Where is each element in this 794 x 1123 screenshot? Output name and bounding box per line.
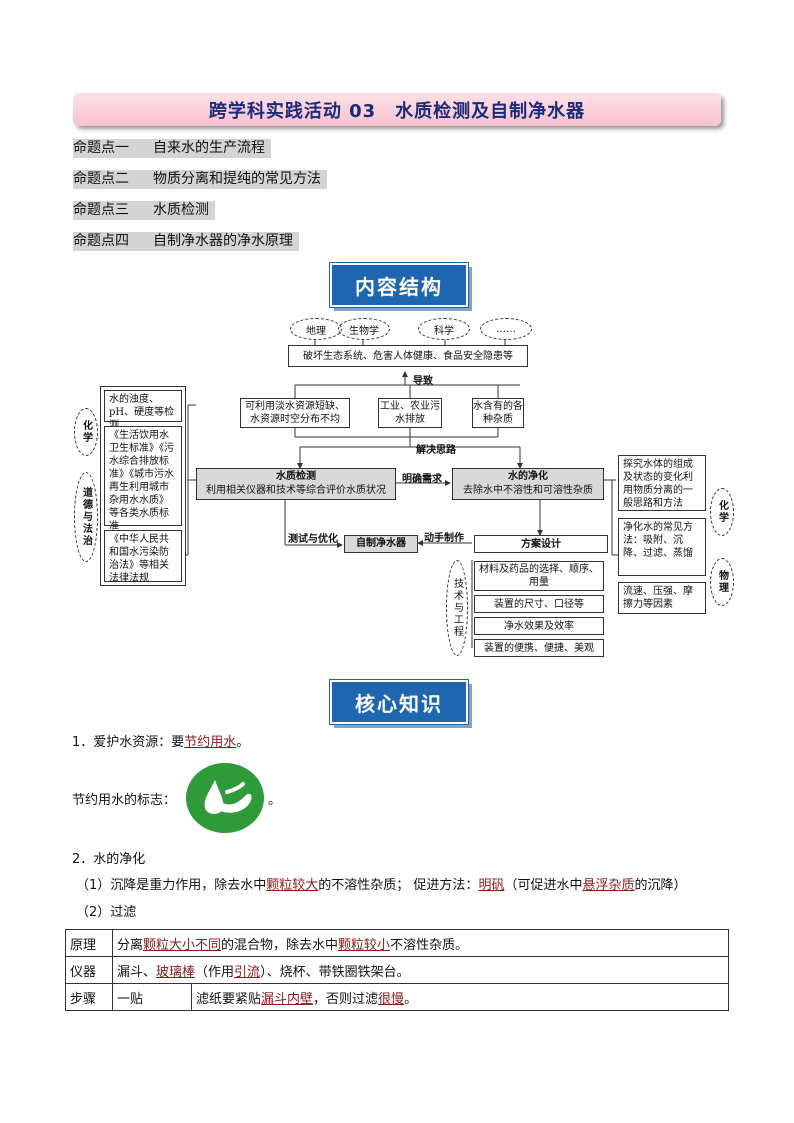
need-label: 明确需求: [402, 474, 442, 485]
logo-line: 节约用水的标志：: [72, 793, 177, 808]
plan-item-1: 材料及药品的选择、顺序、用量: [474, 561, 604, 591]
step-name: 一贴: [112, 983, 192, 1011]
plan-item-2: 装置的尺寸、口径等: [474, 595, 604, 613]
row-content: 漏斗、玻璃棒（作用引流）、烧杯、带铁圈铁架台。: [112, 956, 729, 984]
oval-science: 科学: [418, 318, 470, 340]
impact-box: 破坏生态系统、危害人体健康、食品安全隐患等: [288, 345, 528, 367]
right-box-factors: 流速、压强、摩擦力等因素: [618, 582, 706, 614]
water-saving-logo: [186, 763, 264, 833]
row-content: 分离颗粒大小不同的混合物，除去水中颗粒较小不溶性杂质。: [112, 929, 729, 957]
table-row: 仪器 漏斗、玻璃棒（作用引流）、烧杯、带铁圈铁架台。: [65, 956, 729, 984]
right-chem-oval: 化学: [710, 488, 734, 536]
left-box-laws: 《中华人民共和国水污染防治法》等相关法律法规: [104, 530, 182, 584]
plan-item-3: 净水效果及效率: [474, 617, 604, 635]
detect-box: 水质检测 利用相关仪器和技术等综合评价水质状况: [196, 468, 396, 500]
detect-title: 水质检测: [276, 471, 316, 482]
cause-label: 导致: [413, 376, 433, 387]
filter-box: 自制净水器: [344, 535, 418, 553]
filtration-heading: （2）过滤: [76, 905, 137, 920]
purify-title: 水的净化: [508, 471, 548, 482]
make-label: 动手制作: [424, 533, 464, 544]
cause-box-1: 可利用淡水资源短缺、水资源时空分布不均: [240, 398, 350, 428]
knowledge-2: 2．水的净化: [72, 852, 146, 867]
right-box-methods: 净化水的常见方法：吸附、沉降、过滤、蒸馏: [618, 518, 706, 576]
filtration-table: 原理 分离颗粒大小不同的混合物，除去水中颗粒较小不溶性杂质。 仪器 漏斗、玻璃棒…: [65, 929, 729, 1011]
knowledge-1: 1．爱护水资源：要节约用水。: [72, 735, 250, 750]
plan-item-4: 装置的便携、便捷、美观: [474, 639, 604, 657]
table-row: 原理 分离颗粒大小不同的混合物，除去水中颗粒较小不溶性杂质。: [65, 929, 729, 957]
topic-2: 命题点二物质分离和提纯的常见方法: [73, 170, 327, 189]
cause-box-3: 水含有的各种杂质: [472, 398, 524, 428]
left-box-standards: 《生活饮用水卫生标准》《污水综合排放标准》《城市污水再生利用城市杂用水水质》等各…: [104, 426, 182, 532]
topic-3: 命题点三水质检测: [73, 201, 215, 220]
cause-box-2: 工业、农业污水排放: [378, 398, 442, 428]
plan-box: 方案设计: [474, 535, 608, 553]
left-chem-oval: 化学: [74, 408, 98, 456]
right-phys-oval: 物理: [710, 558, 734, 606]
oval-more: ……: [480, 318, 532, 340]
row-header: 原理: [65, 929, 113, 957]
left-moral-oval: 道德与法治: [74, 472, 98, 562]
test-label: 测试与优化: [288, 534, 338, 545]
right-box-explore: 探究水体的组成及状态的变化利用物质分离的一般思路和方法: [618, 455, 706, 511]
solve-label: 解决思路: [416, 445, 456, 456]
left-box-indicators: 水的浊度、pH、硬度等检测: [104, 390, 182, 431]
purify-sub: 去除水中不溶性和可溶性杂质: [463, 485, 593, 496]
table-row: 步骤 一贴 滤纸要紧贴漏斗内壁，否则过滤很慢。: [65, 983, 729, 1011]
purify-box: 水的净化 去除水中不溶性和可溶性杂质: [452, 468, 604, 500]
diagram-connectors: [186, 340, 618, 648]
oval-geography: 地理: [290, 318, 342, 340]
topic-1: 命题点一自来水的生产流程: [73, 139, 271, 158]
section-heading-core: 核心知识: [329, 679, 469, 725]
logo-end: 。: [268, 793, 282, 808]
row-header: 步骤: [65, 983, 113, 1011]
page-title: 跨学科实践活动 03 水质检测及自制净水器: [73, 93, 721, 126]
topic-4: 命题点四自制净水器的净水原理: [73, 232, 299, 251]
section-heading-structure: 内容结构: [329, 262, 469, 308]
detect-sub: 利用相关仪器和技术等综合评价水质状况: [206, 485, 386, 496]
oval-biology: 生物学: [338, 318, 390, 340]
row-content: 滤纸要紧贴漏斗内壁，否则过滤很慢。: [191, 983, 729, 1011]
tech-oval: 技术与工程: [446, 560, 468, 656]
row-header: 仪器: [65, 956, 113, 984]
sedimentation-line: （1）沉降是重力作用，除去水中颗粒较大的不溶性杂质； 促进方法：明矾（可促进水中…: [76, 878, 687, 893]
